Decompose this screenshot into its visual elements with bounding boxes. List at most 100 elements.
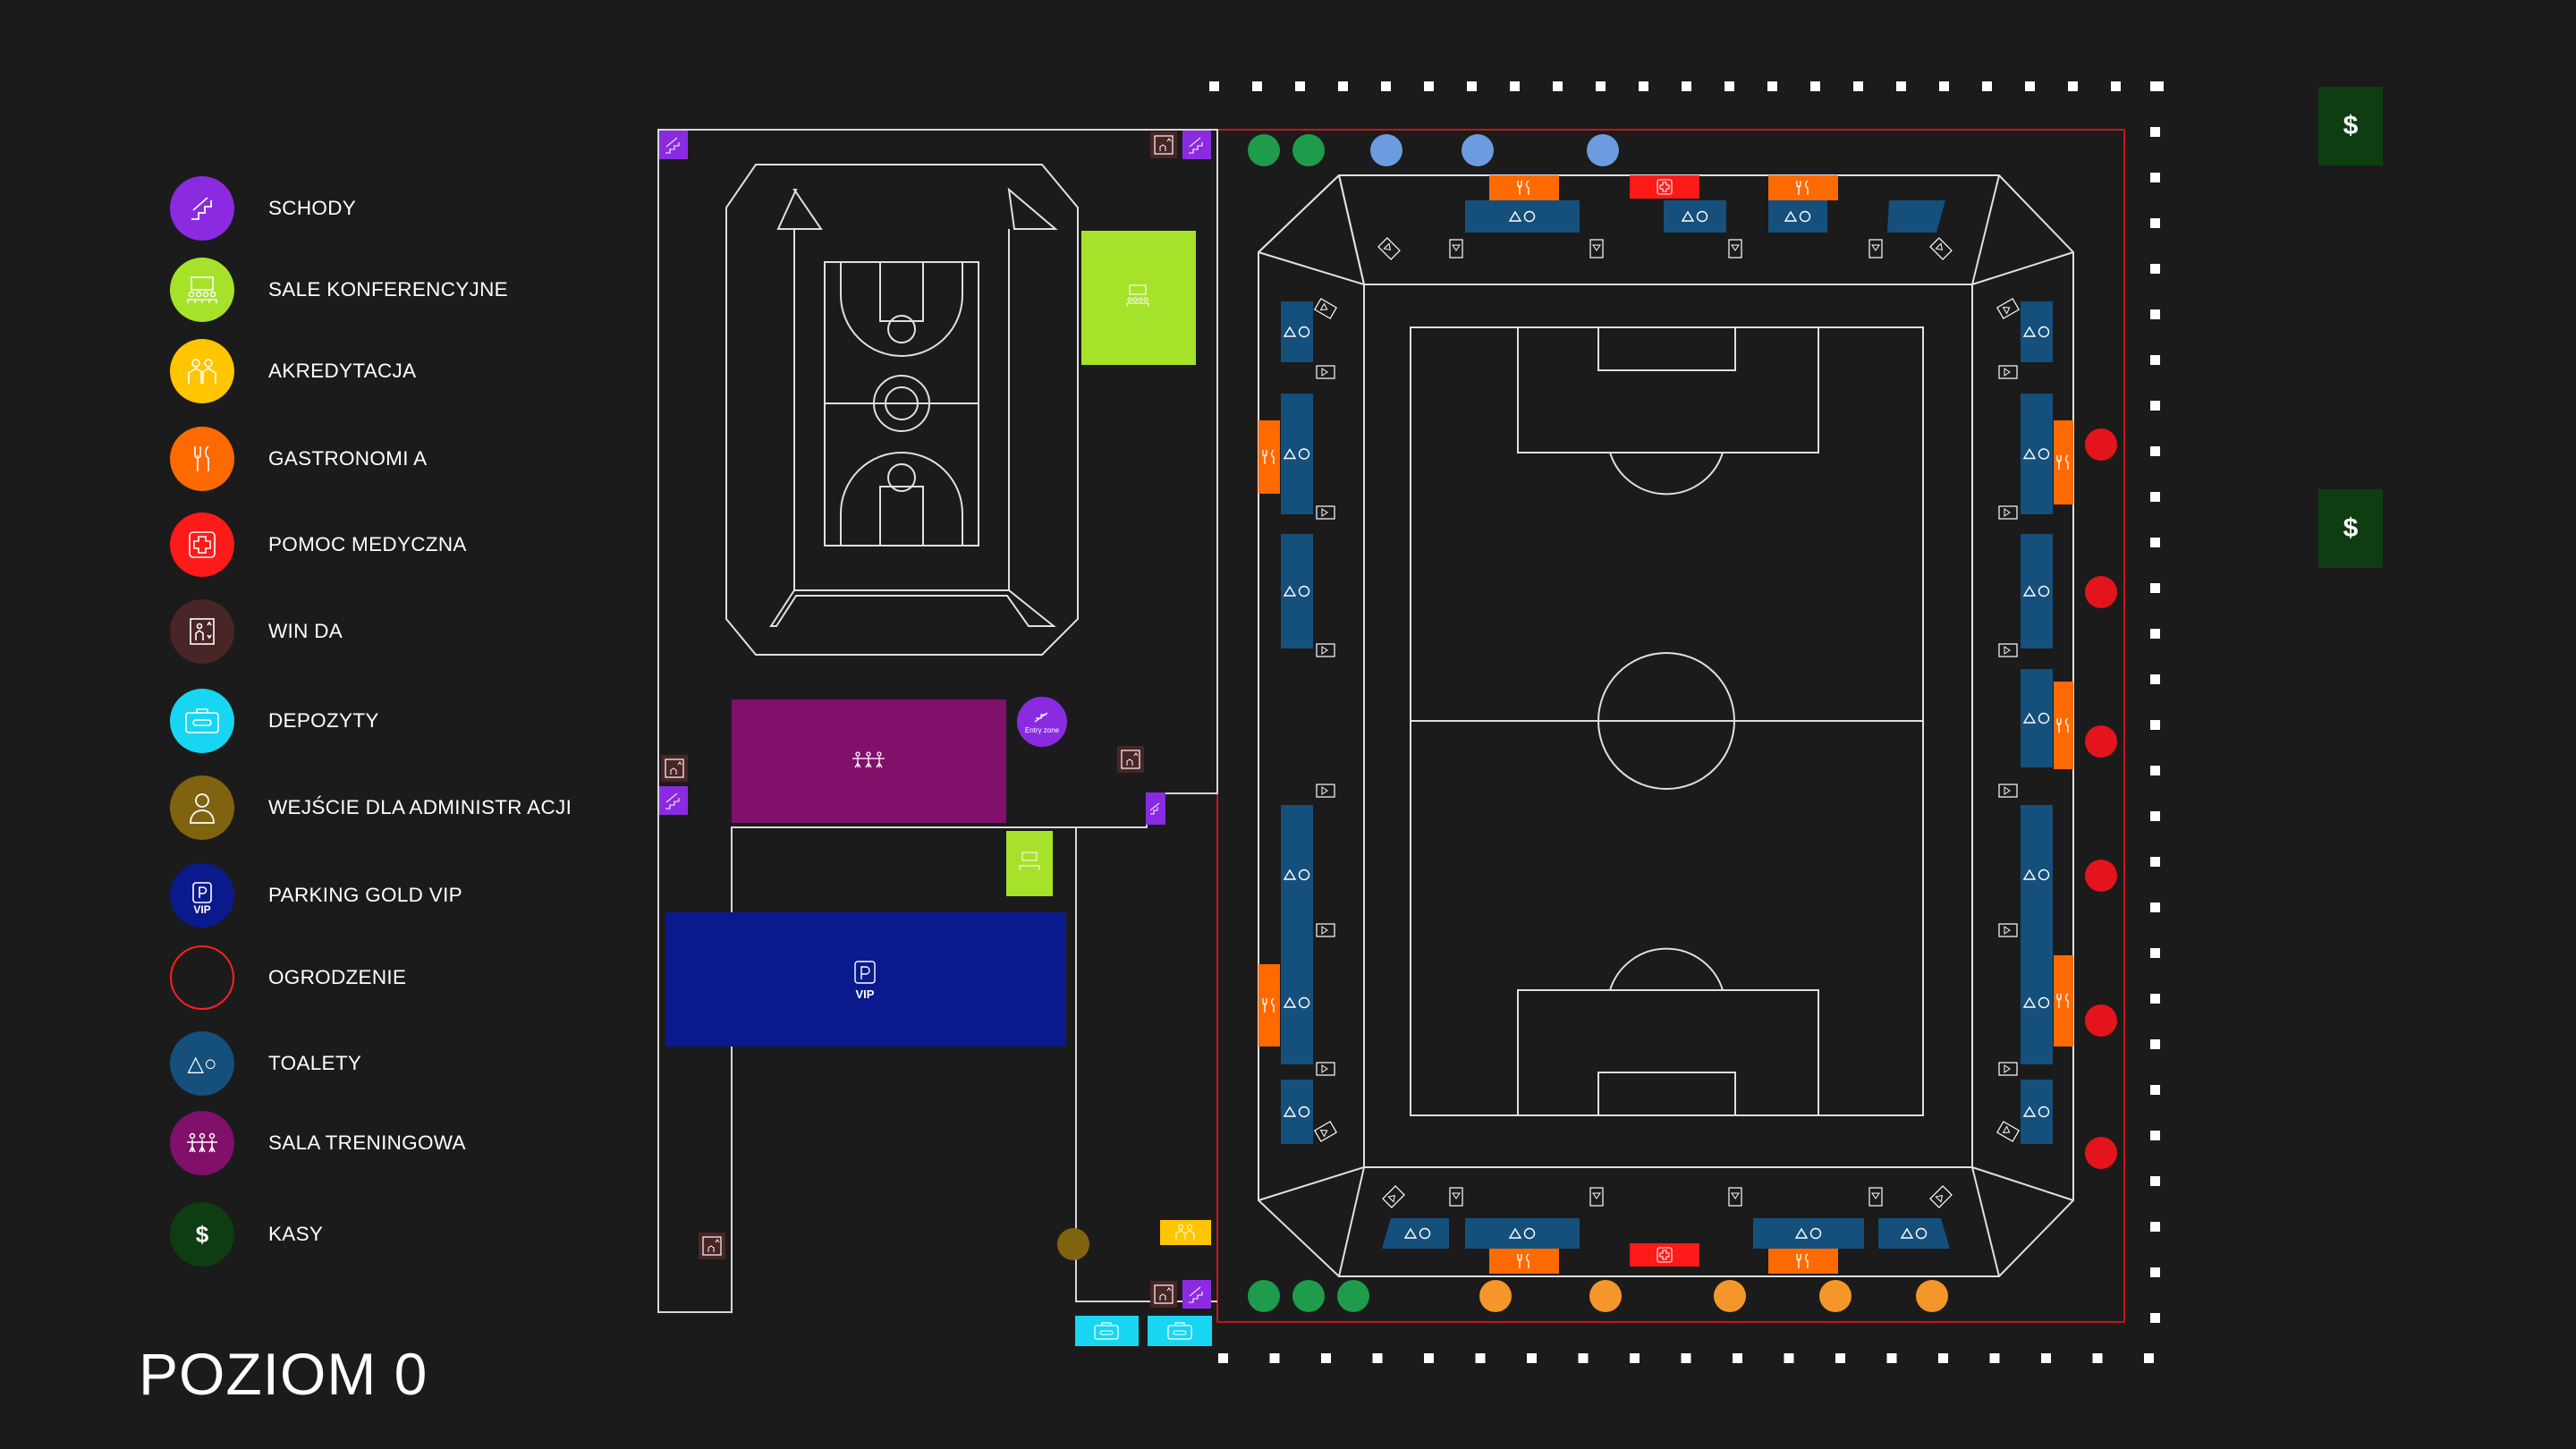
- medical-cross-icon: [170, 513, 234, 577]
- entrance-door-icon: [1998, 643, 2018, 657]
- perimeter-dot: [2150, 538, 2160, 547]
- entrance-door-icon: [1998, 1062, 2018, 1076]
- gate-marker[interactable]: [1292, 1280, 1325, 1312]
- training-icon: [852, 751, 885, 768]
- legend-label: SALE KONFERENCYJNE: [268, 278, 508, 301]
- gate-marker[interactable]: [1337, 1280, 1369, 1312]
- gate-marker[interactable]: [1819, 1280, 1852, 1312]
- entry-zone-label: Entry zone: [1025, 726, 1060, 734]
- perimeter-dots: [1209, 81, 2164, 1363]
- ticket-office-2[interactable]: $: [2318, 489, 2383, 568]
- perimeter-dot: [2041, 1353, 2051, 1363]
- toilet-block: [1281, 301, 1313, 362]
- legend-label: AKREDYTACJA: [268, 360, 417, 382]
- entrance-door-icon: [1728, 1187, 1742, 1207]
- toilet-block: [2021, 1080, 2053, 1144]
- toilet-block: [1281, 941, 1313, 1064]
- perimeter-dot: [2150, 1222, 2160, 1232]
- gate-marker[interactable]: [1714, 1280, 1746, 1312]
- entrance-door-icon: [1316, 643, 1335, 657]
- gate-marker[interactable]: [1462, 134, 1494, 166]
- legend-item-toilets: △○ TOALETY: [170, 1030, 361, 1097]
- perimeter-dot: [1835, 1353, 1845, 1363]
- perimeter-dot: [2150, 492, 2160, 502]
- gate-marker[interactable]: [2085, 1004, 2117, 1037]
- fence-ring-icon: [170, 945, 234, 1010]
- toilet-block: [2021, 669, 2053, 767]
- entrance-door-icon: [1589, 1187, 1604, 1207]
- perimeter-dot: [1321, 1353, 1331, 1363]
- toilet-block: [2021, 394, 2053, 514]
- entrance-door-icon: [1314, 298, 1337, 319]
- page-title: POZIOM 0: [139, 1341, 428, 1407]
- vip-parking-area: [665, 912, 1066, 1046]
- toilet-block: [1878, 1218, 1950, 1249]
- perimeter-dot: [1209, 81, 1219, 91]
- perimeter-dot: [1295, 81, 1305, 91]
- perimeter-dot: [2025, 81, 2035, 91]
- accreditation-icon: [1175, 1224, 1195, 1240]
- football-pitch: [1410, 326, 1924, 1116]
- accreditation-icon: [170, 339, 234, 403]
- gate-marker[interactable]: [2085, 428, 2117, 461]
- vip-parking-label: VIP: [856, 987, 875, 1001]
- legend-item-stairs: SCHODY: [170, 175, 356, 242]
- perimeter-dot: [1381, 81, 1391, 91]
- conference-room-1: [1081, 231, 1196, 365]
- perimeter-dot: [2150, 264, 2160, 274]
- gate-marker[interactable]: [1589, 1280, 1622, 1312]
- gate-marker[interactable]: [1587, 134, 1619, 166]
- legend-item-conference: SALE KONFERENCYJNE: [170, 257, 508, 323]
- perimeter-dot: [1989, 1353, 2000, 1363]
- perimeter-dot: [1218, 1353, 1228, 1363]
- perimeter-dot: [1886, 1353, 1897, 1363]
- gastronomy-kiosk: [1768, 1249, 1838, 1274]
- gate-marker[interactable]: [2085, 860, 2117, 892]
- perimeter-dot: [1424, 1353, 1434, 1363]
- entrance-door-icon: [1998, 784, 2018, 798]
- gate-marker[interactable]: [1916, 1280, 1948, 1312]
- stairs-icon: [1182, 130, 1212, 160]
- gastronomy-kiosk: [1768, 175, 1838, 200]
- perimeter-dot: [2150, 629, 2160, 639]
- ticket-office-1[interactable]: $: [2318, 87, 2383, 165]
- entrance-door-icon: [1868, 239, 1883, 258]
- perimeter-dot: [1510, 81, 1520, 91]
- stadium-facilities: [1258, 175, 2073, 1274]
- gate-marker[interactable]: [2085, 576, 2117, 608]
- perimeter-dot: [2150, 1085, 2160, 1095]
- toilet-block: [2021, 301, 2053, 362]
- entrance-door-icon: [1998, 923, 2018, 937]
- legend-item-medical: POMOC MEDYCZNA: [170, 512, 467, 578]
- perimeter-dot: [1252, 81, 1262, 91]
- legend-label: OGRODZENIE: [268, 966, 407, 988]
- toilet-block: [2021, 534, 2053, 648]
- gate-marker[interactable]: [1248, 1280, 1280, 1312]
- gate-marker[interactable]: [1248, 134, 1280, 166]
- legend-item-fence: OGRODZENIE: [170, 945, 406, 1011]
- legend-label: DEPOZYTY: [268, 709, 379, 732]
- legend-label: TOALETY: [268, 1052, 362, 1074]
- entrance-door-icon: [1929, 1185, 1953, 1208]
- admin-entrance-marker[interactable]: [1057, 1228, 1089, 1260]
- entry-zone[interactable]: [1017, 697, 1067, 747]
- toilet-glyph: △○: [187, 1051, 217, 1076]
- entrance-door-icon: [1316, 784, 1335, 798]
- stairs-icon: [170, 176, 234, 241]
- entrance-door-icon: [1998, 365, 2018, 379]
- perimeter-dot: [2150, 401, 2160, 411]
- perimeter-dot: [1372, 1353, 1383, 1363]
- gate-marker[interactable]: [1292, 134, 1325, 166]
- legend-item-gastronomy: GASTRONOMI A: [170, 426, 427, 492]
- gate-marker[interactable]: [1370, 134, 1402, 166]
- gastronomy-kiosk: [2054, 420, 2073, 504]
- entrance-door-icon: [1996, 298, 2020, 319]
- conference-icon: [170, 258, 234, 322]
- gate-marker[interactable]: [1479, 1280, 1512, 1312]
- gate-marker[interactable]: [2085, 725, 2117, 758]
- perimeter-dot: [2144, 1353, 2154, 1363]
- perimeter-dot: [1269, 1353, 1280, 1363]
- gate-marker[interactable]: [2085, 1137, 2117, 1169]
- perimeter-dot: [1553, 81, 1563, 91]
